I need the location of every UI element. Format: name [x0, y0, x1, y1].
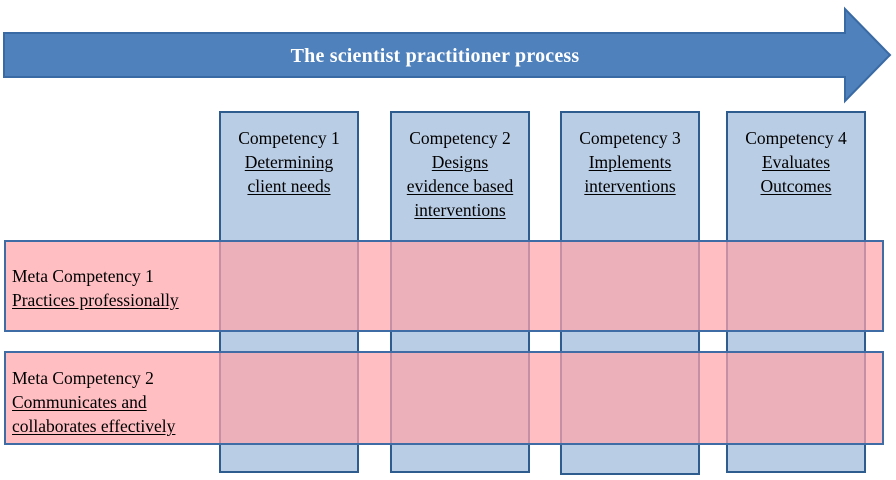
meta-competency-1-title: Meta Competency 1: [12, 266, 154, 286]
competency-1-line-2: client needs: [247, 176, 331, 196]
competency-2-line-2: evidence based: [406, 176, 514, 196]
meta-competency-1-line-1: Practices professionally: [12, 290, 179, 310]
competency-2-line-3: interventions: [414, 200, 506, 220]
meta-competency-2-line-2: collaborates effectively: [12, 416, 176, 436]
competency-2-line-1: Designs: [431, 152, 489, 172]
process-arrow-shape: [3, 6, 892, 104]
competency-4-line-1: Evaluates: [761, 152, 831, 172]
competency-1-line-1: Determining: [244, 152, 334, 172]
competency-3-line-1: Implements: [588, 152, 672, 172]
competency-2-label: Competency 2 Designs evidence based inte…: [392, 126, 528, 222]
competency-1-title: Competency 1: [238, 128, 340, 148]
meta-competency-2-label: Meta Competency 2 Communicates and colla…: [12, 366, 217, 438]
competency-3-label: Competency 3 Implements interventions: [562, 126, 698, 198]
competency-4-label: Competency 4 Evaluates Outcomes: [728, 126, 864, 198]
meta-competency-1-label: Meta Competency 1 Practices professional…: [12, 264, 217, 312]
competency-1-label: Competency 1 Determining client needs: [221, 126, 357, 198]
competency-4-title: Competency 4: [745, 128, 847, 148]
competency-2-title: Competency 2: [409, 128, 511, 148]
meta-competency-row-1: [4, 240, 884, 332]
competency-3-line-2: interventions: [584, 176, 676, 196]
competency-4-line-2: Outcomes: [760, 176, 832, 196]
meta-competency-2-title: Meta Competency 2: [12, 368, 154, 388]
competency-3-title: Competency 3: [579, 128, 681, 148]
meta-competency-2-line-1: Communicates and: [12, 392, 147, 412]
process-arrow: [3, 6, 892, 104]
process-title: The scientist practitioner process: [290, 44, 580, 67]
meta-competency-row-2: [4, 351, 884, 445]
